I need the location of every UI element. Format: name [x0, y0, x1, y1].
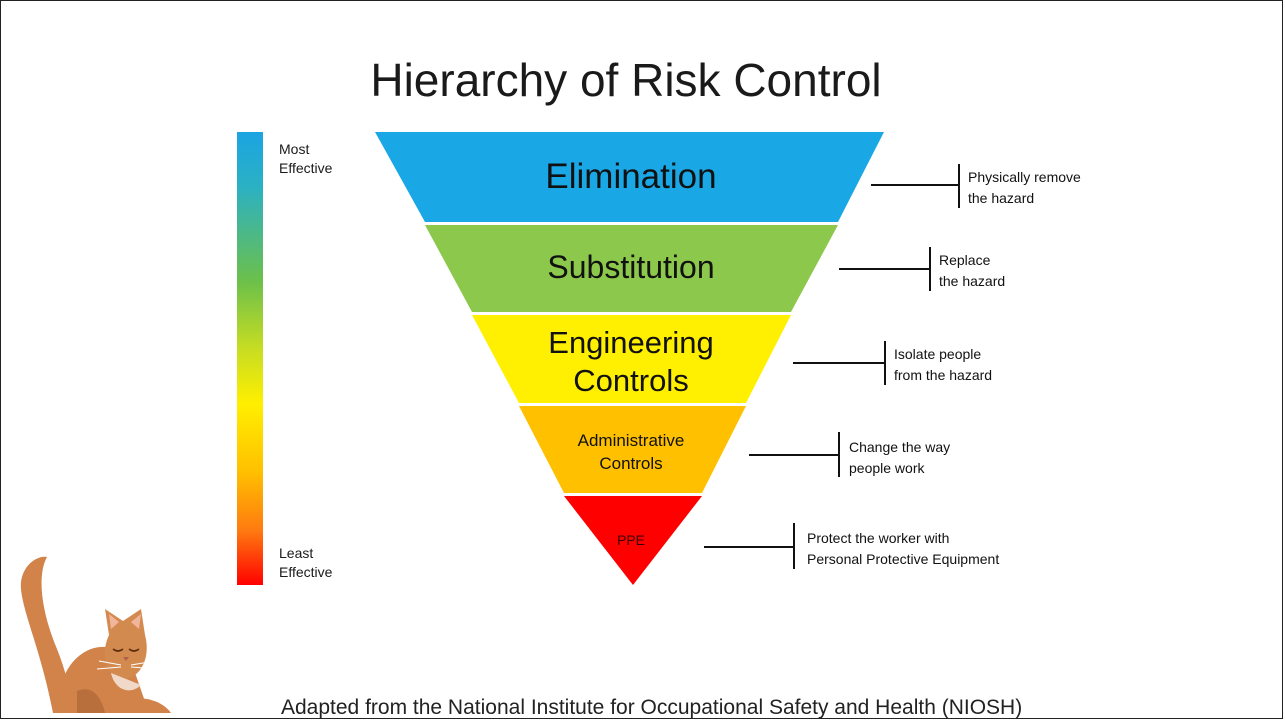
tier-engineering-band	[472, 315, 791, 403]
tier-elimination-label: Elimination	[545, 157, 717, 196]
source-footer: Adapted from the National Institute for …	[281, 696, 1023, 719]
least-label-line1: Least	[279, 545, 314, 561]
note-substitution-line1: Replace	[939, 252, 991, 268]
tier-substitution-band	[425, 225, 838, 312]
note-substitution: Replace the hazard	[939, 250, 1005, 292]
tier-ppe-band	[564, 496, 702, 585]
note-administrative-line1: Change the way	[849, 439, 951, 455]
tier-administrative-line1: Administrative	[577, 431, 685, 450]
bracket-administrative	[749, 432, 840, 477]
most-label-line1: Most	[279, 141, 310, 157]
tier-elimination-band	[375, 132, 884, 222]
least-label-line2: Effective	[279, 564, 333, 580]
tier-engineering-label: Engineering Controls	[516, 324, 746, 400]
note-engineering-line2: from the hazard	[894, 367, 993, 383]
note-elimination: Physically remove the hazard	[968, 167, 1081, 209]
note-ppe-line2: Personal Protective Equipment	[807, 551, 1000, 567]
bracket-engineering	[793, 341, 886, 385]
note-administrative-line2: people work	[849, 460, 925, 476]
note-elimination-line1: Physically remove	[968, 169, 1081, 185]
tier-administrative-label: Administrative Controls	[546, 429, 716, 475]
effectiveness-gradient-bar	[237, 132, 263, 585]
note-engineering-line1: Isolate people	[894, 346, 982, 362]
tier-engineering-line2: Controls	[573, 363, 689, 398]
tier-administrative-line2: Controls	[599, 454, 663, 473]
note-administrative: Change the way people work	[849, 437, 950, 479]
most-label-line2: Effective	[279, 160, 333, 176]
most-effective-label: Most Effective	[279, 140, 332, 178]
bracket-substitution	[839, 247, 931, 291]
note-elimination-line2: the hazard	[968, 190, 1035, 206]
note-ppe: Protect the worker with Personal Protect…	[807, 528, 999, 570]
cat-illustration	[20, 556, 171, 713]
tier-engineering-line1: Engineering	[548, 325, 714, 360]
note-substitution-line2: the hazard	[939, 273, 1006, 289]
note-engineering: Isolate people from the hazard	[894, 344, 992, 386]
least-effective-label: Least Effective	[279, 544, 332, 582]
tier-ppe-label: PPE	[616, 532, 645, 548]
bracket-elimination	[871, 164, 960, 208]
tier-substitution-label: Substitution	[547, 249, 715, 285]
bracket-ppe	[704, 523, 795, 569]
page-title: Hierarchy of Risk Control	[370, 54, 882, 106]
tier-administrative-band	[519, 406, 746, 493]
note-ppe-line1: Protect the worker with	[807, 530, 950, 546]
